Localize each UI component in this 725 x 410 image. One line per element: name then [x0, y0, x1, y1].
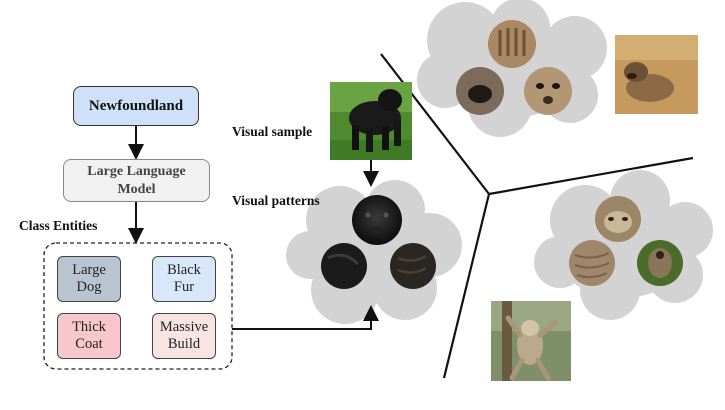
dog-photo-icon [330, 82, 412, 160]
llm-box: Large Language Model [63, 159, 210, 202]
visual-sample-label: Visual sample [232, 124, 313, 139]
entity-label-line1: Thick [72, 319, 106, 335]
meerkat-eyes-icon [524, 67, 572, 115]
entity-massive-build: Massive Build [152, 313, 216, 359]
class-name-label: Newfoundland [88, 97, 184, 114]
llm-label-line2: Model [117, 181, 156, 197]
sloth-claw-icon [637, 240, 683, 286]
partition-line-top [380, 53, 490, 195]
class-entities-label: Class Entities [19, 218, 98, 233]
entity-label-line1: Black [167, 262, 201, 278]
partition-lines [380, 53, 694, 379]
visual-patterns-label: Visual patterns [232, 193, 320, 208]
meerkat-claws-icon [488, 20, 536, 68]
entity-label-line2: Coat [75, 336, 103, 352]
pattern-dog-fur-icon [390, 243, 436, 289]
class-entities-container [43, 242, 233, 370]
entity-label-line1: Massive [159, 319, 209, 335]
class-name-box: Newfoundland [73, 86, 199, 126]
llm-label-line1: Large Language [87, 163, 186, 179]
sloth-photo-icon [491, 301, 571, 381]
entity-label-line2: Fur [173, 279, 195, 295]
pattern-dog-body-icon [321, 243, 367, 289]
entity-thick-coat: Thick Coat [57, 313, 121, 359]
meerkat-photo-icon [615, 35, 698, 114]
partition-line-bottom [442, 193, 491, 379]
partition-line-right [488, 156, 694, 196]
pattern-dog-face-icon [352, 195, 402, 245]
entity-large-dog: Large Dog [57, 256, 121, 302]
entity-label-line2: Build [167, 336, 201, 352]
arrow-entities-to-patterns [232, 305, 379, 330]
entity-label-line2: Dog [76, 279, 102, 295]
sloth-fur-icon [569, 240, 615, 286]
cloud-sloth [534, 170, 713, 320]
entity-label-line1: Large [72, 262, 106, 278]
entity-black-fur: Black Fur [152, 256, 216, 302]
sloth-face-icon [595, 196, 641, 242]
meerkat-nose-icon [456, 67, 504, 115]
